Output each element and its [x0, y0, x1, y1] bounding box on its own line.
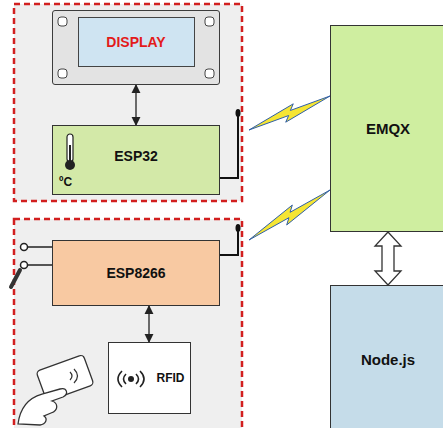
hollow-double-arrow	[375, 232, 401, 285]
thermometer-icon	[62, 133, 78, 173]
connector	[220, 190, 330, 255]
antenna-tip	[236, 109, 241, 117]
connector	[136, 85, 137, 125]
card-hand-icon	[18, 354, 94, 425]
mqtt-broker: EMQX	[330, 25, 443, 232]
node-label: EMQX	[366, 120, 410, 138]
microcontroller-box: ESP32 ºC	[52, 125, 220, 195]
rfid-reader: RFID	[108, 342, 191, 414]
group-region	[14, 219, 242, 428]
connector	[220, 96, 330, 178]
node-label: ESP32	[114, 148, 158, 165]
node-label: ESP8266	[106, 265, 165, 282]
double-arrow	[135, 85, 136, 125]
wireless-bolt	[249, 190, 330, 240]
server-box: Node.js	[330, 285, 443, 428]
antenna-line	[220, 228, 238, 255]
node-label: DISPLAY	[78, 17, 195, 67]
microcontroller-box: ESP8266	[52, 240, 220, 306]
rfid-icon	[114, 365, 148, 393]
node-label: RFID	[157, 371, 185, 385]
group-region	[14, 4, 242, 201]
wireless-bolt	[249, 96, 330, 130]
double-arrow	[148, 306, 149, 342]
display-module: DISPLAY	[52, 10, 220, 85]
switch-symbol	[11, 244, 52, 288]
node-label: Node.js	[361, 351, 415, 369]
antenna-line	[220, 113, 238, 178]
connector	[375, 232, 401, 285]
connector	[149, 306, 150, 342]
node-label: ºC	[59, 175, 72, 189]
antenna-tip	[236, 224, 241, 232]
